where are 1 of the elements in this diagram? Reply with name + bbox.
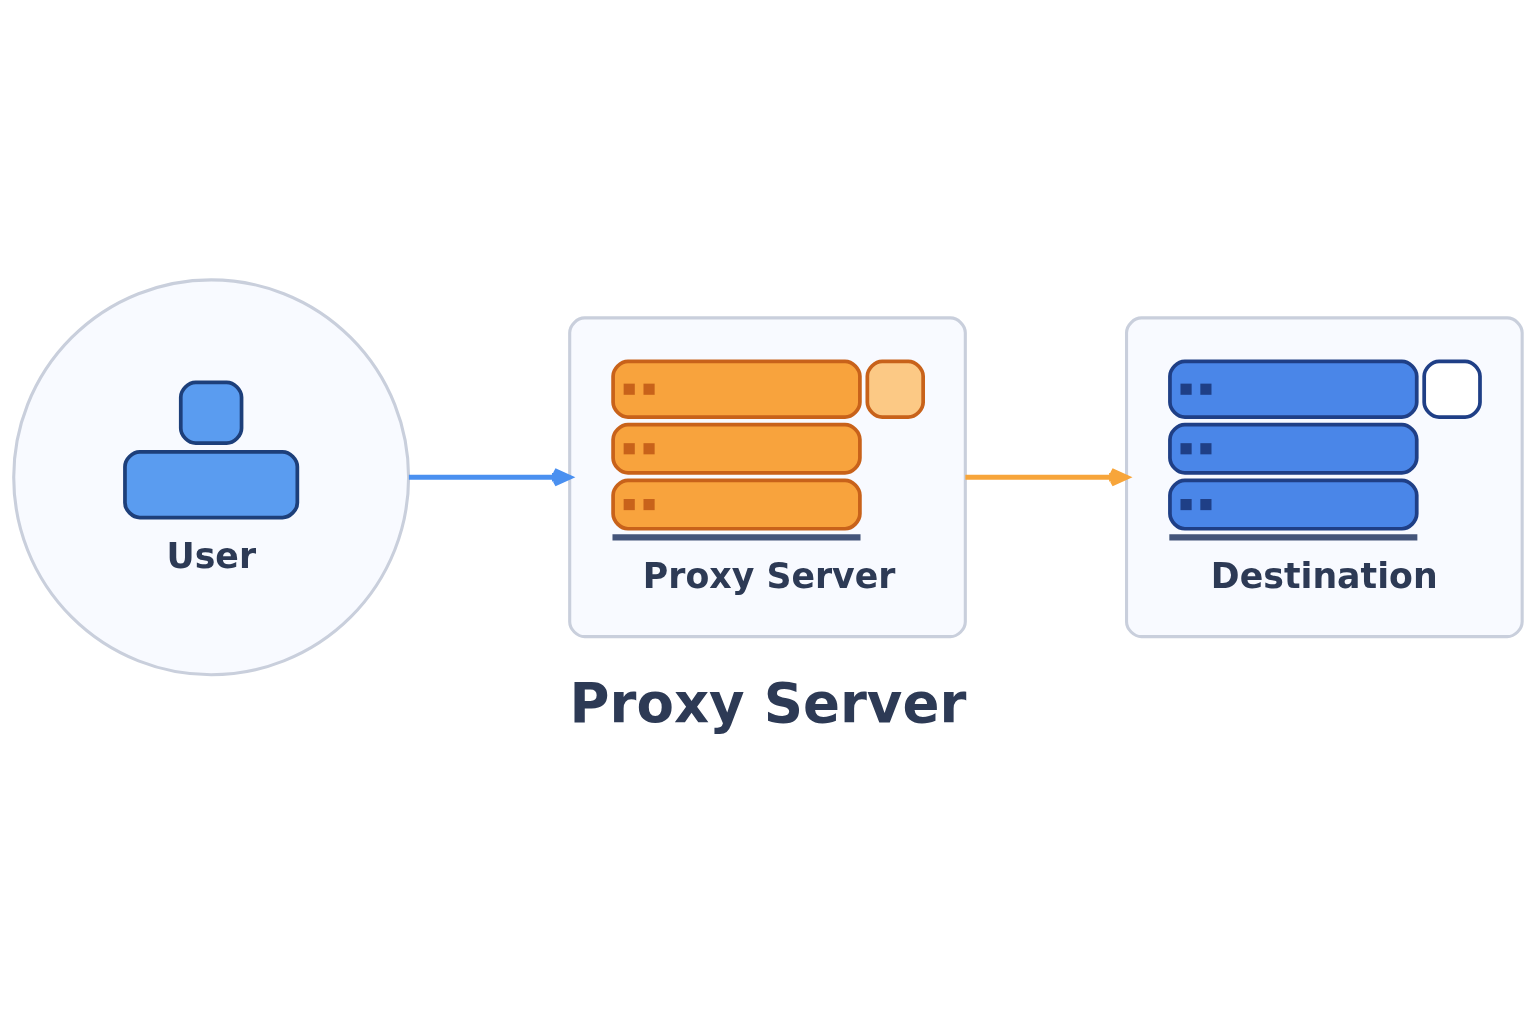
diagram-title: Proxy Server: [569, 670, 967, 735]
